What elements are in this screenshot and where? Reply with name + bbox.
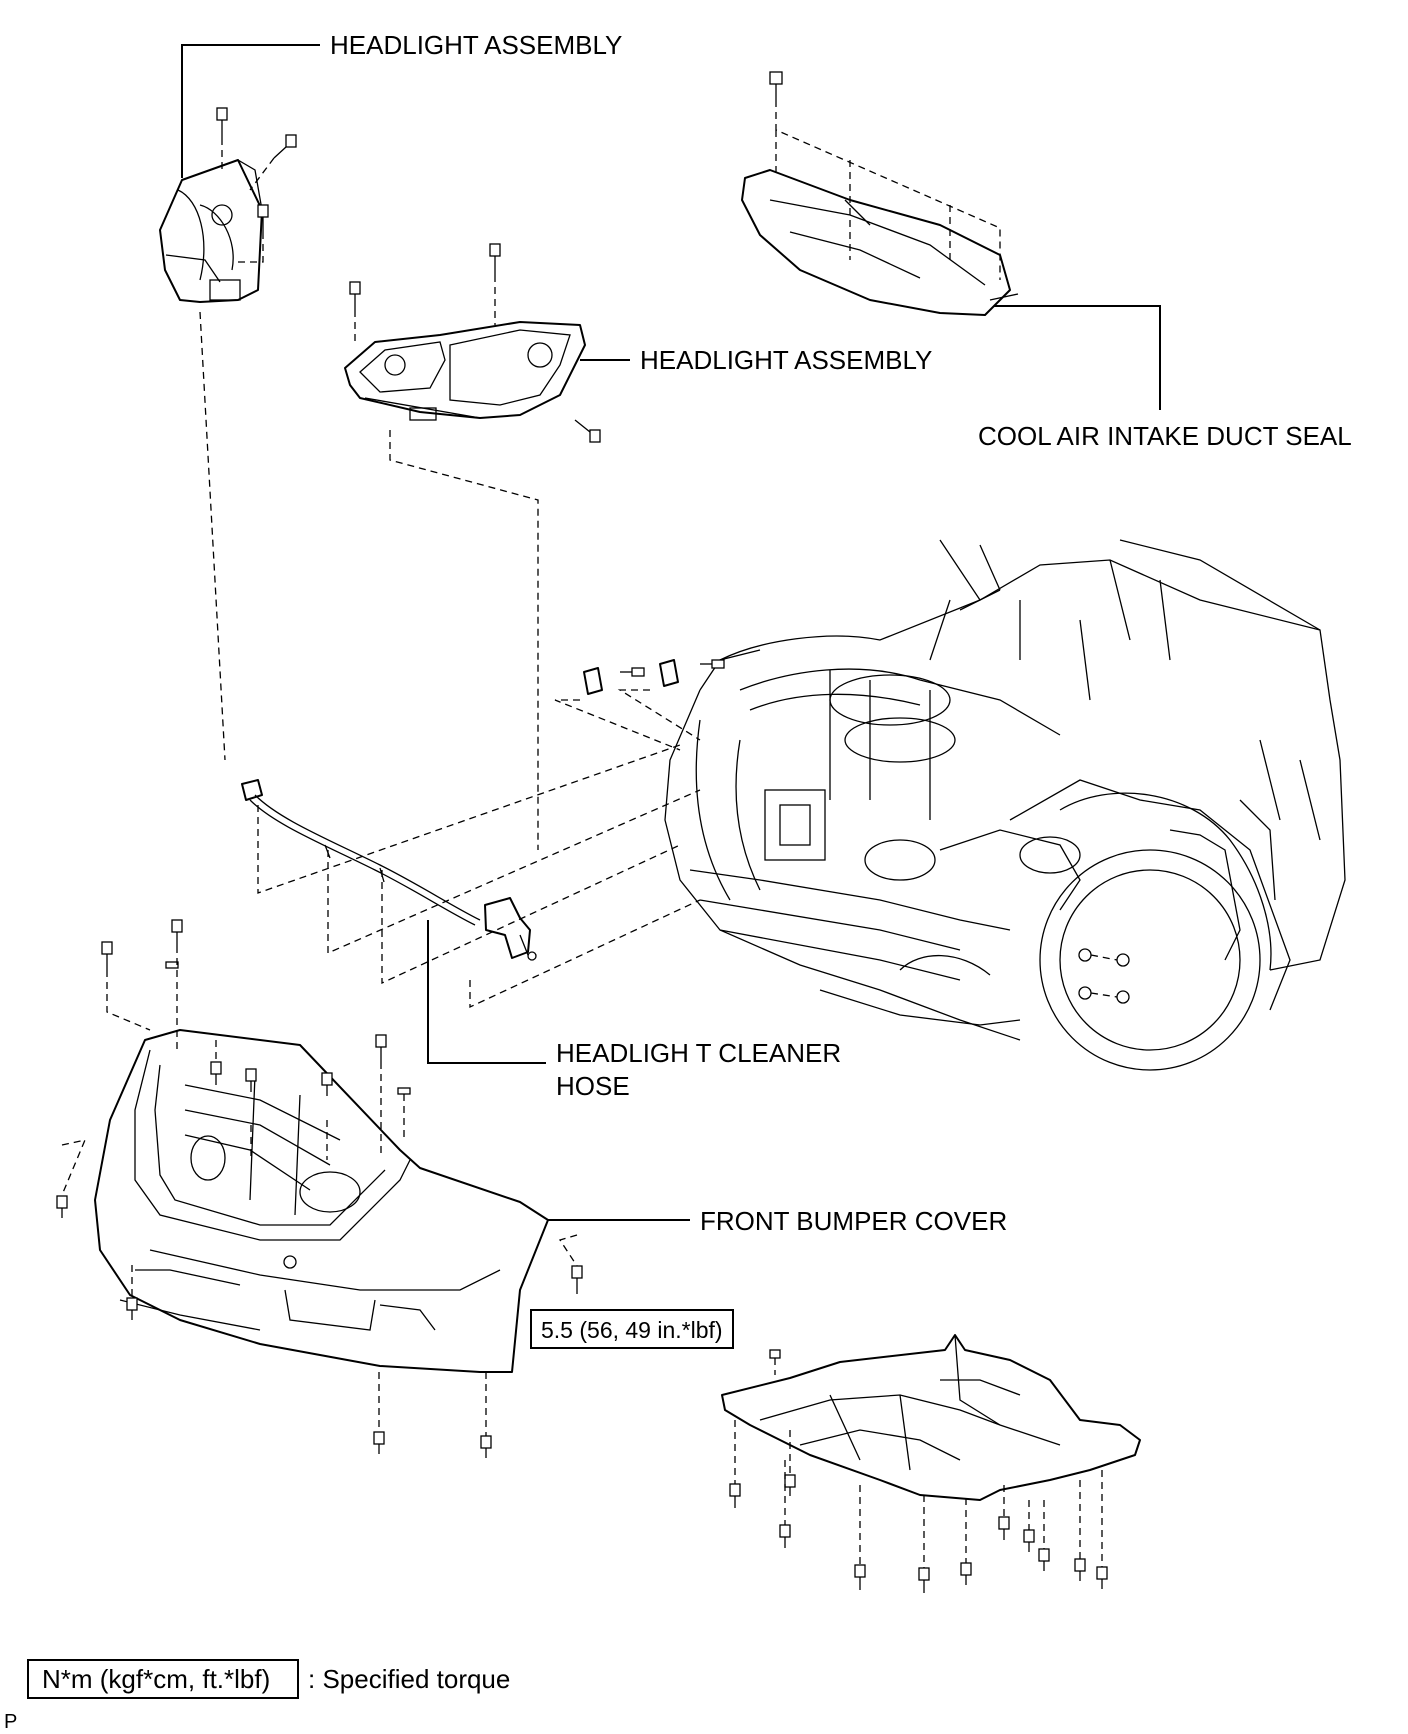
torque-callout: 5.5 (56, 49 in.*lbf)	[530, 1309, 734, 1349]
bracket	[583, 667, 603, 695]
svg-text:HOSE: HOSE	[556, 1071, 630, 1101]
bolt	[349, 281, 361, 310]
svg-text:5.5 (56, 49 in.*lbf): 5.5 (56, 49 in.*lbf)	[541, 1317, 723, 1343]
bolt	[571, 1265, 583, 1294]
svg-text:HEADLIGHT ASSEMBLY: HEADLIGHT ASSEMBLY	[330, 30, 622, 60]
bolt	[1074, 1558, 1086, 1581]
bolt	[620, 667, 645, 677]
bolt	[273, 134, 297, 159]
svg-text:HEADLIGH T CLEANER: HEADLIGH T CLEANER	[556, 1038, 841, 1068]
headlight-assembly-left-part	[159, 159, 263, 303]
label-headlight-cleaner-hose: HEADLIGH T CLEANER HOSE	[427, 920, 841, 1101]
bolt	[779, 1524, 791, 1548]
legend-description: : Specified torque	[308, 1664, 510, 1694]
legend-unit-text: N*m (kgf*cm, ft.*lbf)	[42, 1664, 270, 1694]
bolt	[700, 659, 725, 669]
engine-under-cover-part	[721, 1334, 1141, 1501]
label-headlight-assembly-right: HEADLIGHT ASSEMBLY	[580, 345, 932, 375]
vehicle-front-body	[664, 539, 1346, 1071]
headlight-cleaner-hose-part	[241, 779, 537, 961]
footer-code: P	[4, 1711, 17, 1733]
label-headlight-assembly-left: HEADLIGHT ASSEMBLY	[181, 30, 622, 178]
bolt	[1096, 1566, 1108, 1589]
bolt	[960, 1562, 972, 1585]
bolt	[216, 107, 228, 138]
bolt	[784, 1474, 796, 1496]
bolt	[998, 1516, 1010, 1540]
svg-text:FRONT BUMPER COVER: FRONT BUMPER COVER	[700, 1206, 1007, 1236]
legend-unit-box	[27, 1659, 299, 1699]
bolt	[1038, 1548, 1050, 1571]
under-cover-fasteners	[729, 1349, 1108, 1593]
clip	[769, 1349, 781, 1359]
bolt	[245, 1068, 257, 1092]
bolt	[210, 1061, 222, 1085]
bolt	[171, 919, 183, 946]
bolt	[480, 1435, 492, 1458]
bracket	[659, 659, 679, 687]
legend: N*m (kgf*cm, ft.*lbf) : Specified torque	[27, 1659, 510, 1699]
bolt	[375, 1034, 387, 1062]
cool-air-intake-duct-seal-part	[741, 169, 1019, 316]
clip	[165, 961, 179, 969]
headlight-assembly-right-part	[344, 321, 586, 421]
bolt	[854, 1564, 866, 1590]
bolt	[373, 1431, 385, 1454]
bolt	[257, 204, 269, 232]
bolt	[56, 1195, 68, 1218]
bolt	[126, 1297, 138, 1320]
bolt	[1023, 1529, 1035, 1552]
front-bumper-cover-part	[94, 1029, 549, 1373]
bolt	[489, 243, 501, 275]
clip	[769, 71, 783, 100]
bolt	[101, 941, 113, 970]
bolt	[574, 419, 601, 443]
clip	[397, 1087, 411, 1095]
fender-liner-clips	[1078, 948, 1130, 1004]
label-cool-air-intake-duct-seal: COOL AIR INTAKE DUCT SEAL	[978, 305, 1352, 451]
svg-text:HEADLIGHT ASSEMBLY: HEADLIGHT ASSEMBLY	[640, 345, 932, 375]
bolt	[321, 1072, 333, 1096]
bolt	[729, 1483, 741, 1508]
label-front-bumper-cover: FRONT BUMPER COVER	[548, 1206, 1007, 1236]
svg-text:COOL AIR INTAKE DUCT SEAL: COOL AIR INTAKE DUCT SEAL	[978, 421, 1352, 451]
bolt	[918, 1567, 930, 1593]
